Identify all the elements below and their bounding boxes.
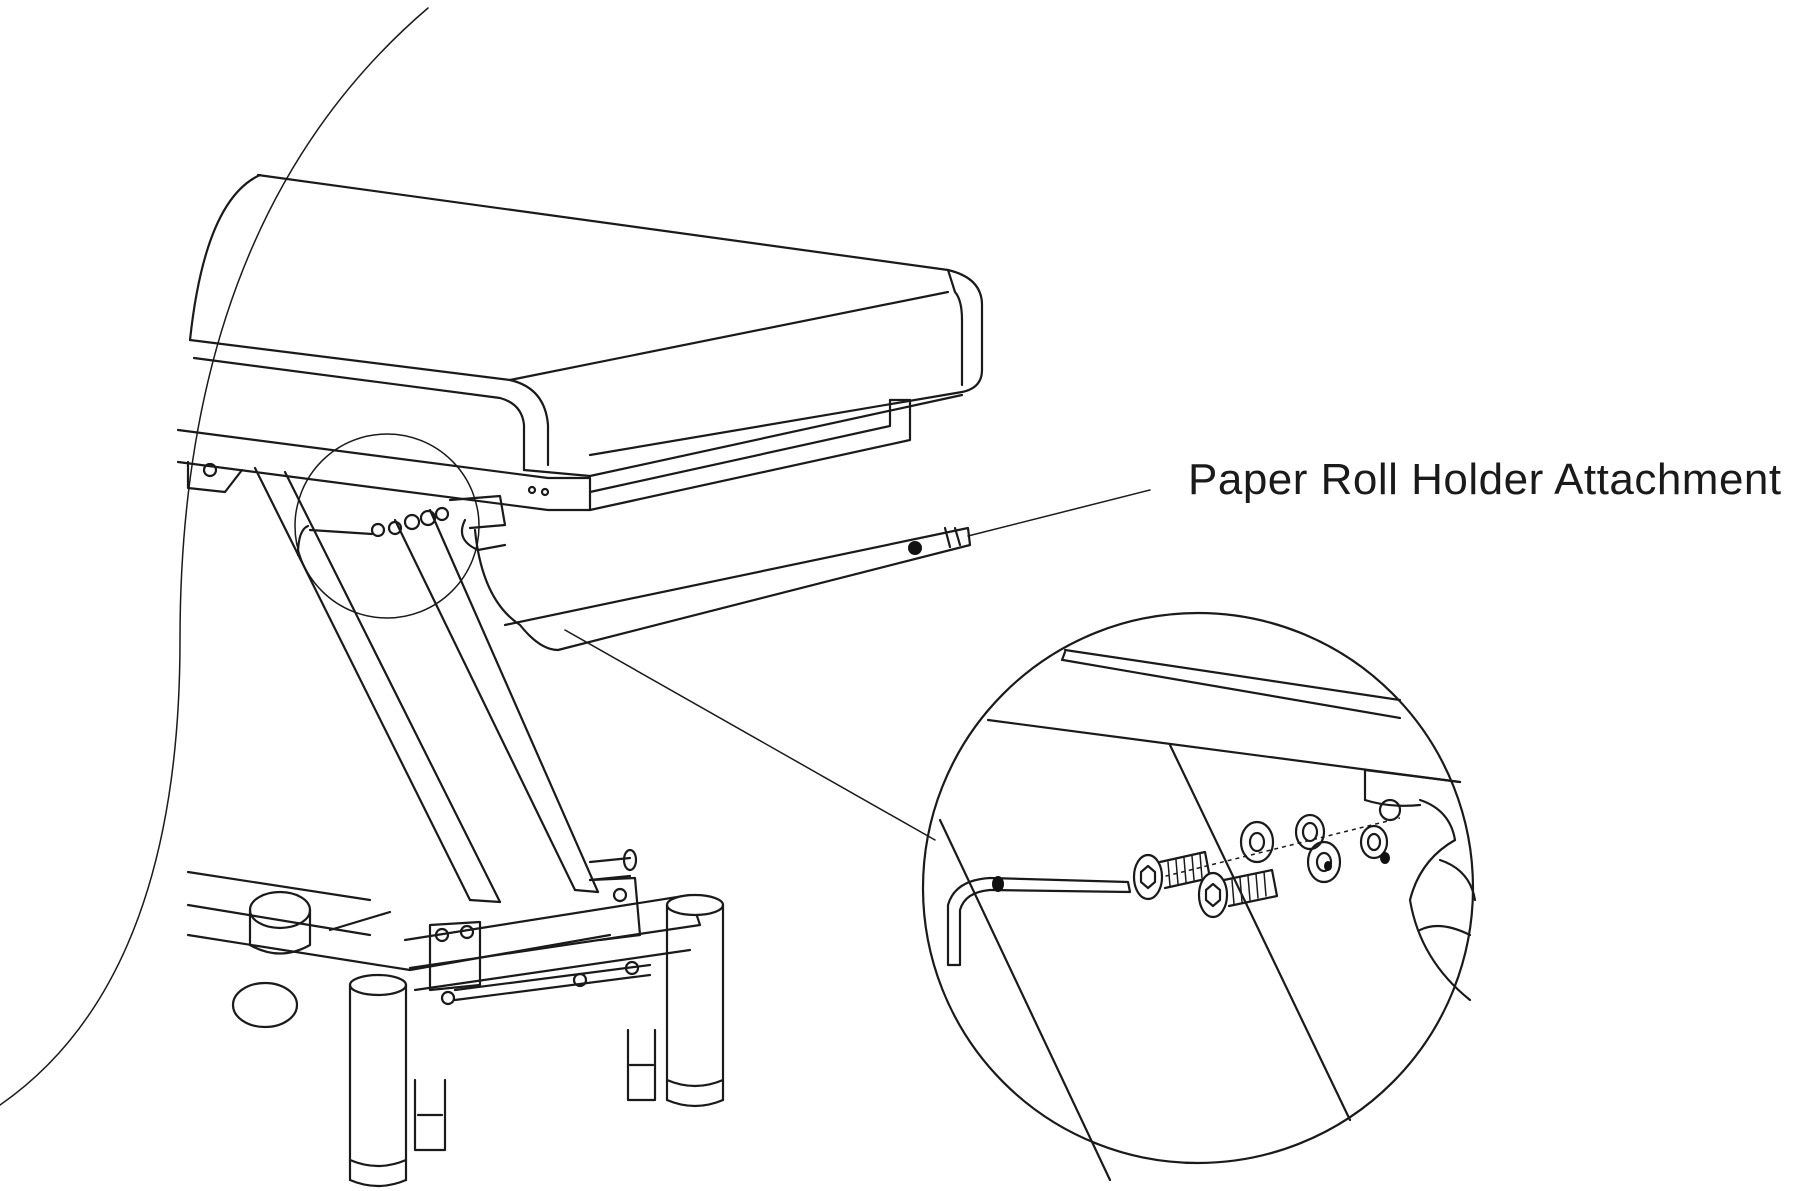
callout-label: Paper Roll Holder Attachment	[1188, 455, 1782, 504]
lift-arms	[253, 466, 600, 904]
table-top	[176, 173, 984, 512]
zoom-leader	[564, 629, 936, 841]
left-bracket	[186, 460, 244, 494]
detail-marker-circle	[294, 433, 507, 619]
paper-roll-rod	[473, 489, 1151, 652]
main-view-circle	[0, 7, 429, 1106]
zoom-detail-circle	[921, 611, 1477, 1182]
base-frame	[186, 848, 702, 1029]
front-legs	[348, 893, 725, 1188]
